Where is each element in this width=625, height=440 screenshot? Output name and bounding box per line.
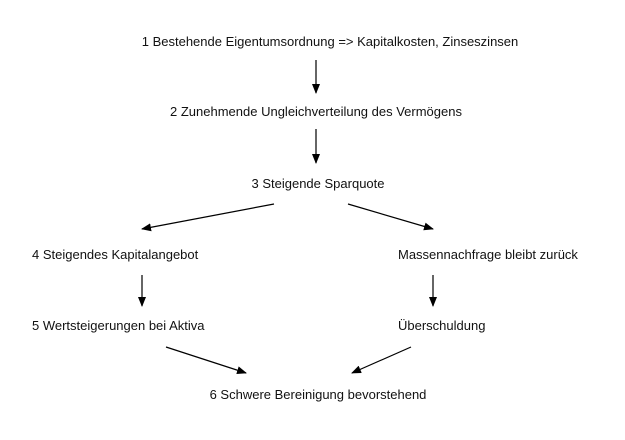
- arrow-ueberschuldung-to-6: [351, 346, 412, 374]
- node-2-ungleichverteilung: 2 Zunehmende Ungleichverteilung des Verm…: [170, 104, 462, 119]
- arrow-3-to-4: [141, 203, 275, 232]
- node-6-bereinigung: 6 Schwere Bereinigung bevorstehend: [209, 387, 427, 402]
- arrow-3-to-massennachfrage: [347, 203, 434, 231]
- node-4-kapitalangebot: 4 Steigendes Kapitalangebot: [32, 247, 199, 262]
- node-1-eigentumsordnung: 1 Bestehende Eigentumsordnung => Kapital…: [141, 34, 519, 49]
- node-massennachfrage: Massennachfrage bleibt zurück: [398, 247, 578, 262]
- node-ueberschuldung: Überschuldung: [398, 318, 486, 333]
- node-3-sparquote: 3 Steigende Sparquote: [251, 176, 385, 191]
- arrow-5-to-6: [165, 346, 247, 375]
- node-5-wertsteigerungen: 5 Wertsteigerungen bei Aktiva: [32, 318, 205, 333]
